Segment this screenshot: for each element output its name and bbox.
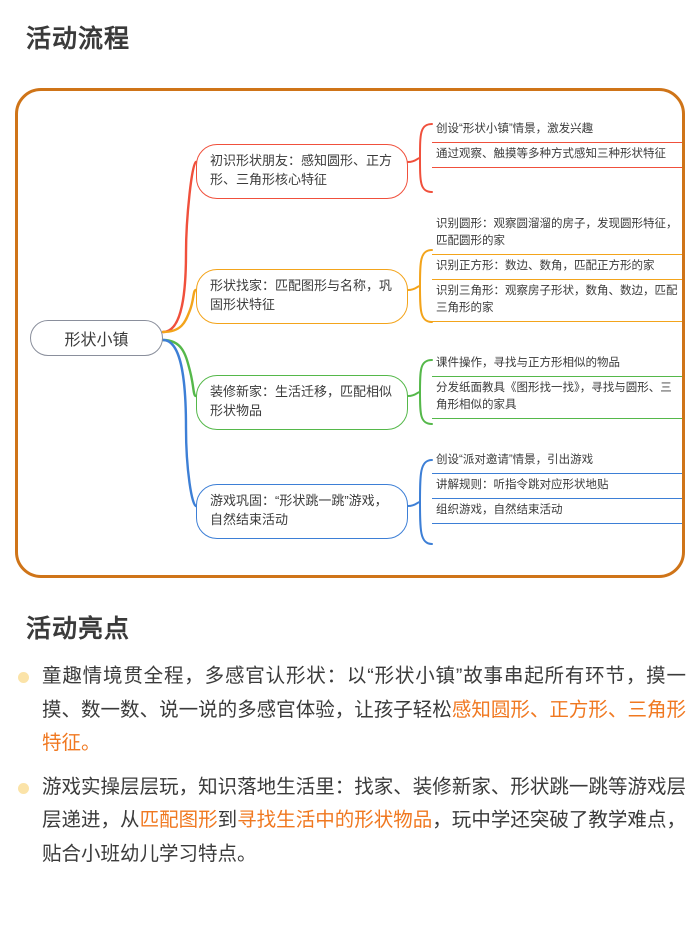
mindmap-leaf-item[interactable]: 识别正方形：数边、数角，匹配正方形的家 [432,255,682,281]
mindmap-leaf-group-3: 课件操作，寻找与正方形相似的物品 分发纸面教具《图形找一找》，寻找与圆形、三角形… [432,352,682,420]
mindmap-leaf-group-2: 识别圆形：观察圆溜溜的房子，发现圆形特征，匹配圆形的家 识别正方形：数边、数角，… [432,213,682,323]
mindmap-branch-node-3[interactable]: 装修新家：生活迁移，匹配相似形状物品 [196,375,408,430]
highlights-list: 童趣情境贯全程，多感官认形状：以“形状小镇”故事串起所有环节，摸一摸、数一数、说… [14,660,686,881]
accent-text-run: 匹配图形 [139,809,218,832]
page-title-flow: 活动流程 [22,25,141,57]
mindmap-branch-label-2: 形状找家：匹配图形与名称，巩固形状特征 [210,278,393,312]
text-run: ，玩中学还突破了教学难点，贴合小班幼儿学习特点。 [42,809,686,865]
mindmap-frame [15,88,685,578]
mindmap-branch-node-4[interactable]: 游戏巩固：“形状跳一跳”游戏，自然结束活动 [196,484,408,539]
heading-flow-label: 活动流程 [26,25,131,53]
highlight-text: 童趣情境贯全程，多感官认形状：以“形状小镇”故事串起所有环节，摸一摸、数一数、说… [42,665,686,754]
accent-text-run: 寻找生活中的形状物品 [237,809,433,832]
mindmap-leaf-item[interactable]: 课件操作，寻找与正方形相似的物品 [432,352,682,378]
mindmap-leaf-item[interactable]: 组织游戏，自然结束活动 [432,499,682,525]
list-item: 游戏实操层层玩，知识落地生活里：找家、装修新家、形状跳一跳等游戏层层递进，从匹配… [14,771,686,872]
mindmap-branch-label-3: 装修新家：生活迁移，匹配相似形状物品 [210,384,393,418]
text-run: 游戏实操层层玩，知识落地生活里：找家、装修新家、形状跳一跳等游戏层层递进，从 [42,775,686,832]
mindmap-leaf-group-1: 创设“形状小镇”情景，激发兴趣 通过观察、触摸等多种方式感知三种形状特征 [432,118,682,169]
mindmap-branch-label-1: 初识形状朋友：感知圆形、正方形、三角形核心特征 [210,153,393,187]
mindmap-leaf-item[interactable]: 讲解规则：听指令跳对应形状地贴 [432,474,682,500]
mindmap-leaf-item[interactable]: 分发纸面教具《图形找一找》，寻找与圆形、三角形相似的家具 [432,377,682,420]
mindmap-root-node[interactable]: 形状小镇 [30,320,163,356]
list-item: 童趣情境贯全程，多感官认形状：以“形状小镇”故事串起所有环节，摸一摸、数一数、说… [14,660,686,761]
mindmap-leaf-item[interactable]: 通过观察、触摸等多种方式感知三种形状特征 [432,143,682,169]
mindmap-branch-node-1[interactable]: 初识形状朋友：感知圆形、正方形、三角形核心特征 [196,144,408,199]
mindmap-leaf-item[interactable]: 识别圆形：观察圆溜溜的房子，发现圆形特征，匹配圆形的家 [432,213,682,256]
mindmap-branch-node-2[interactable]: 形状找家：匹配图形与名称，巩固形状特征 [196,269,408,324]
heading-highlights-label: 活动亮点 [26,615,131,643]
highlight-text: 游戏实操层层玩，知识落地生活里：找家、装修新家、形状跳一跳等游戏层层递进，从匹配… [42,776,686,865]
page-title-highlights: 活动亮点 [22,615,141,647]
accent-text-run: 感知圆形、正方形、三角形特征。 [42,698,686,755]
mindmap-leaf-group-4: 创设“派对邀请”情景，引出游戏 讲解规则：听指令跳对应形状地贴 组织游戏，自然结… [432,449,682,525]
text-run: 到 [217,809,238,832]
mindmap-leaf-item[interactable]: 创设“形状小镇”情景，激发兴趣 [432,118,682,144]
bullet-icon [18,672,29,683]
bullet-icon [18,782,29,794]
mindmap-leaf-item[interactable]: 识别三角形：观察房子形状，数角、数边，匹配三角形的家 [432,280,682,323]
mindmap-root-label: 形状小镇 [64,332,129,349]
mindmap-leaf-item[interactable]: 创设“派对邀请”情景，引出游戏 [432,449,682,475]
mindmap-branch-label-4: 游戏巩固：“形状跳一跳”游戏，自然结束活动 [210,493,388,527]
text-run: 童趣情境贯全程，多感官认形状：以“形状小镇”故事串起所有环节，摸一摸、数一数、说… [42,665,686,721]
